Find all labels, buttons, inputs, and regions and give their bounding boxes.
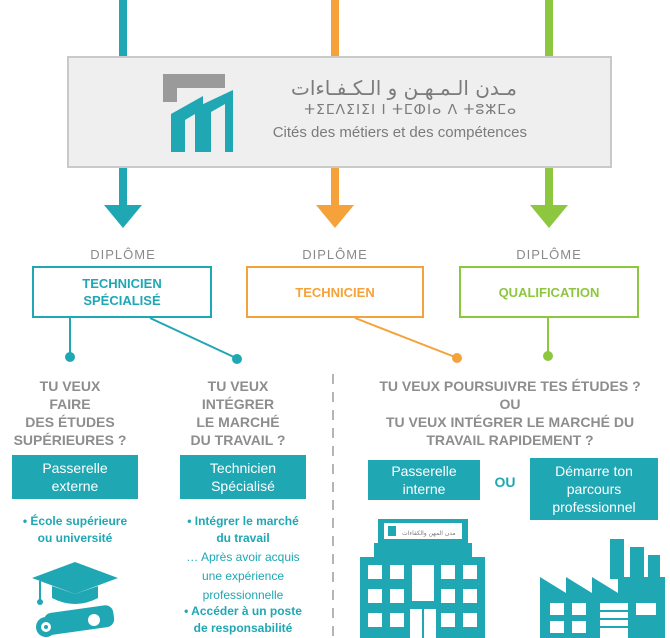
dot-teal-right bbox=[232, 354, 242, 364]
diploma-label-3: DIPLÔME bbox=[516, 247, 582, 262]
logo-banner: مـدن الـمـهـن و الـكـفـاءات ⵜⵉⵎⴷⵉⵏⵉⵏ ⵏ ⵜ… bbox=[67, 56, 612, 168]
diploma-label-2: DIPLÔME bbox=[302, 247, 368, 262]
dot-green bbox=[543, 351, 553, 361]
diploma-qualification: QUALIFICATION bbox=[459, 266, 639, 318]
factory-icon bbox=[540, 539, 665, 638]
question-etudes-superieures: TU VEUX FAIRE DES ÉTUDES SUPÉRIEURES ? bbox=[13, 378, 127, 448]
diploma-technicien: TECHNICIEN bbox=[246, 266, 424, 318]
diploma-scroll-icon bbox=[36, 605, 115, 637]
detail-poste-responsabilite: • Accéder à un poste de responsabilité bbox=[184, 604, 302, 635]
diploma-technicien-specialise: TECHNICIEN SPÉCIALISÉ bbox=[32, 266, 212, 318]
cites-logo-icon bbox=[163, 74, 233, 152]
question-marche-travail: TU VEUX INTÉGRER LE MARCHÉ DU TRAVAIL ? bbox=[190, 378, 286, 448]
ou-separator: OU bbox=[494, 474, 516, 490]
graduation-cap-icon bbox=[32, 562, 118, 605]
dot-orange bbox=[452, 353, 462, 363]
detail-ecole-superieure: • École supérieure ou université bbox=[22, 514, 128, 545]
diploma-label-1: DIPLÔME bbox=[90, 247, 156, 262]
demarre-parcours-box: Démarre ton parcours professionnel bbox=[530, 458, 658, 520]
question-poursuivre-ou-integrer: TU VEUX POURSUIVRE TES ÉTUDES ? OU TU VE… bbox=[379, 378, 641, 448]
detail-experience: … Après avoir acquis une expérience prof… bbox=[186, 550, 300, 602]
building-sign-text: مدن المهن والكفاءات bbox=[402, 530, 456, 537]
arrow-down-teal-icon bbox=[104, 205, 142, 228]
school-building-icon: مدن المهن والكفاءات bbox=[360, 519, 485, 638]
passerelle-externe-box: Passerelle externe bbox=[12, 455, 138, 499]
arrow-down-orange-icon bbox=[316, 205, 354, 228]
passerelle-interne-box: Passerelle interne bbox=[368, 460, 480, 500]
dot-teal-left bbox=[65, 352, 75, 362]
arrow-down-green-icon bbox=[530, 205, 568, 228]
logo-arabic-text: مـدن الـمـهـن و الـكـفـاءات bbox=[291, 76, 517, 100]
technicien-specialise-box: Technicien Spécialisé bbox=[180, 455, 306, 499]
detail-integrer-marche: • Intégrer le marché du travail bbox=[187, 514, 299, 545]
logo-french-text: Cités des métiers et des compétences bbox=[272, 124, 527, 141]
logo-tifinagh-text: ⵜⵉⵎⴷⵉⵏⵉⵏ ⵏ ⵜⵎⵀⵏⴰ ⴷ ⵜⵓⵣⵎⴰ bbox=[304, 102, 517, 118]
